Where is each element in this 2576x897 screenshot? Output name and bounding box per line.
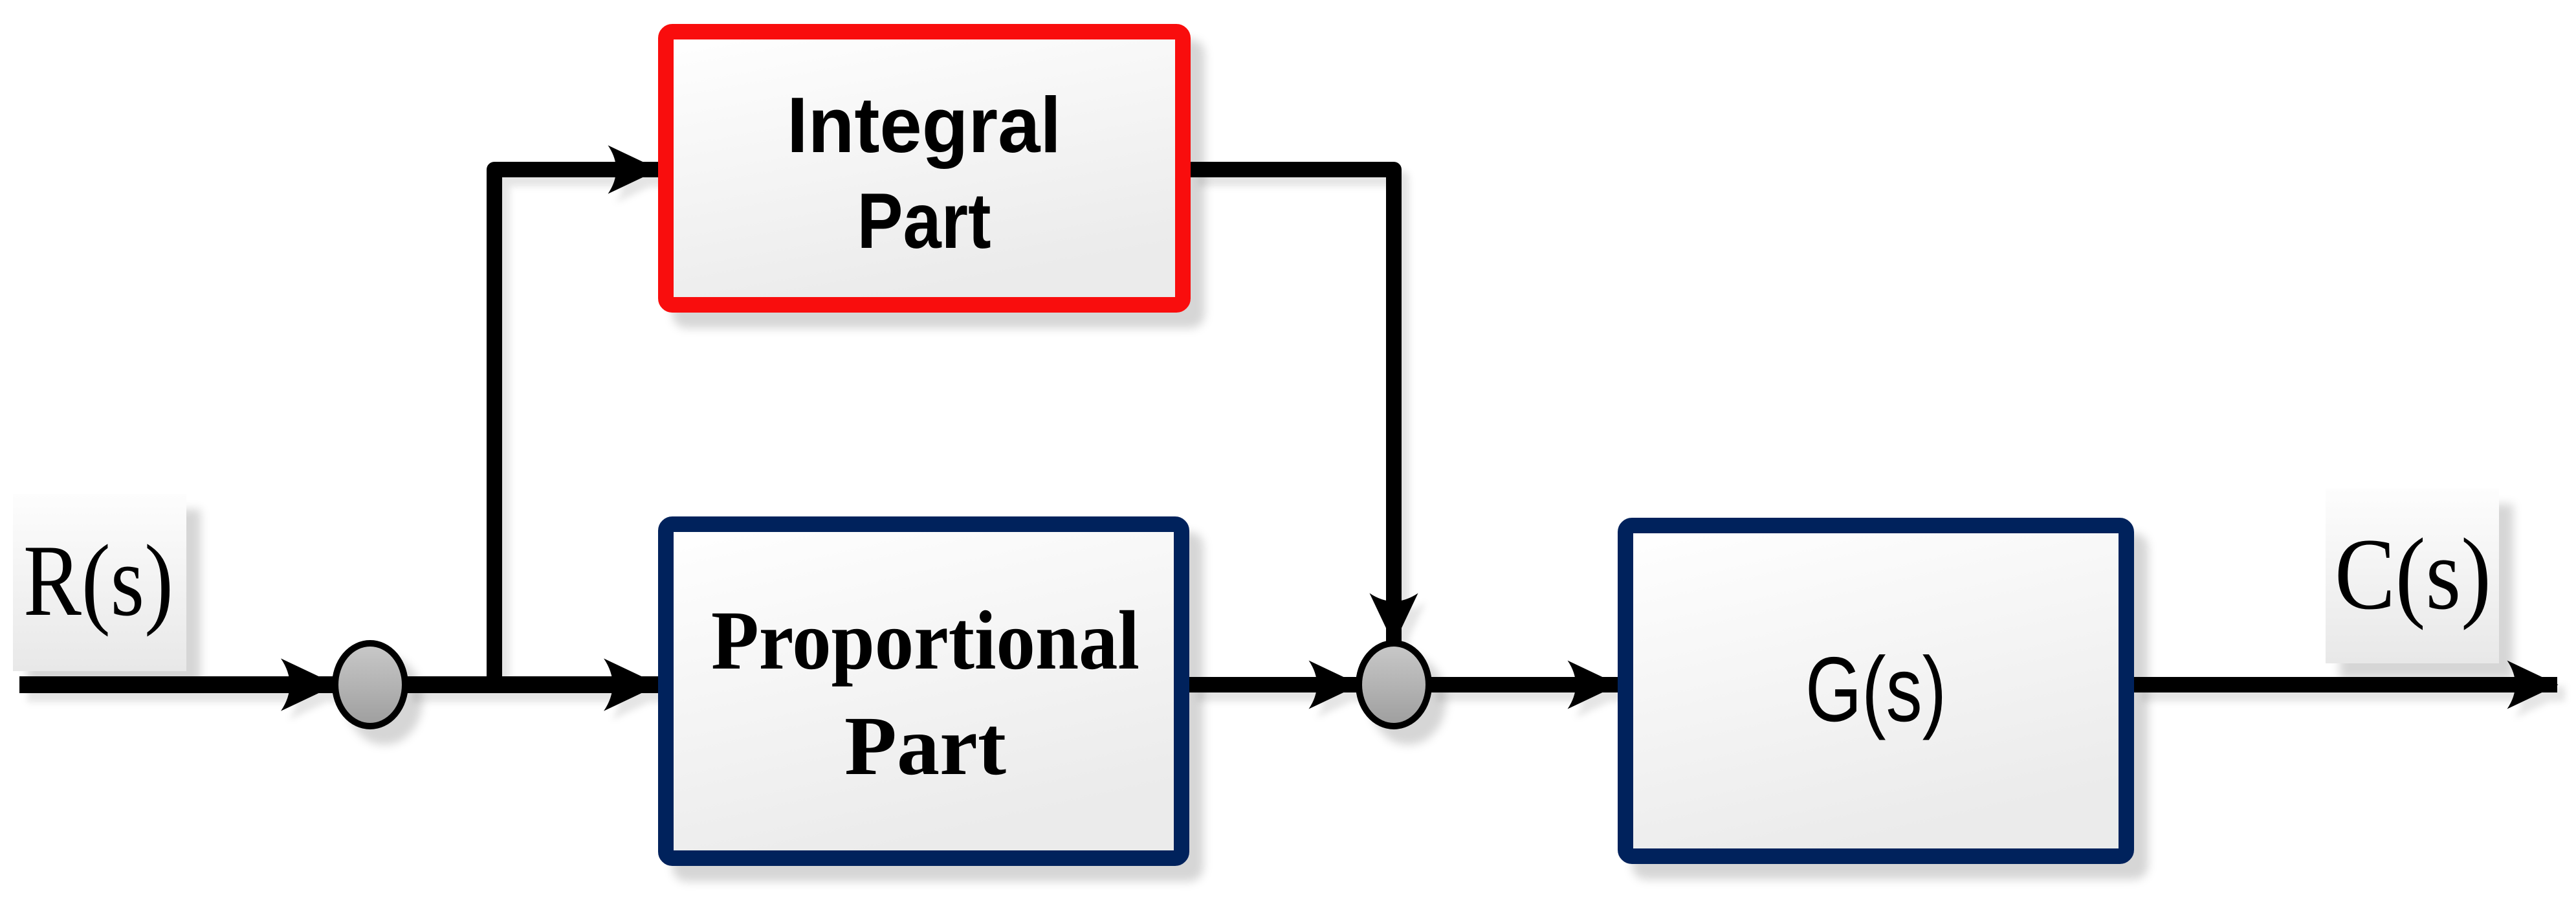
proportional-block	[658, 516, 1189, 866]
arrow-integral-to-sum2	[1191, 162, 1418, 645]
plant-block-label: G(s)	[1805, 638, 1946, 741]
input-label: R(s)	[23, 524, 173, 637]
output-label-plate	[2326, 489, 2499, 663]
signal-lines	[19, 145, 2559, 711]
proportional-block-label-line1: Proportional	[711, 594, 1139, 687]
blocks-layer	[13, 24, 2499, 866]
labels-layer: R(s) C(s) Integral Part Proportional Par…	[23, 81, 2491, 793]
integral-block	[658, 24, 1191, 313]
arrow-branch-to-integral	[487, 145, 659, 685]
summing-junction-2	[1356, 640, 1432, 729]
integral-block-label-line2: Part	[857, 177, 991, 265]
proportional-block-label-line2: Part	[844, 700, 1006, 793]
integral-block-label-line1: Integral	[787, 81, 1061, 169]
summing-junction-1	[332, 640, 408, 729]
input-label-plate	[13, 494, 186, 671]
output-label: C(s)	[2335, 518, 2491, 631]
plant-block	[1618, 518, 2134, 864]
